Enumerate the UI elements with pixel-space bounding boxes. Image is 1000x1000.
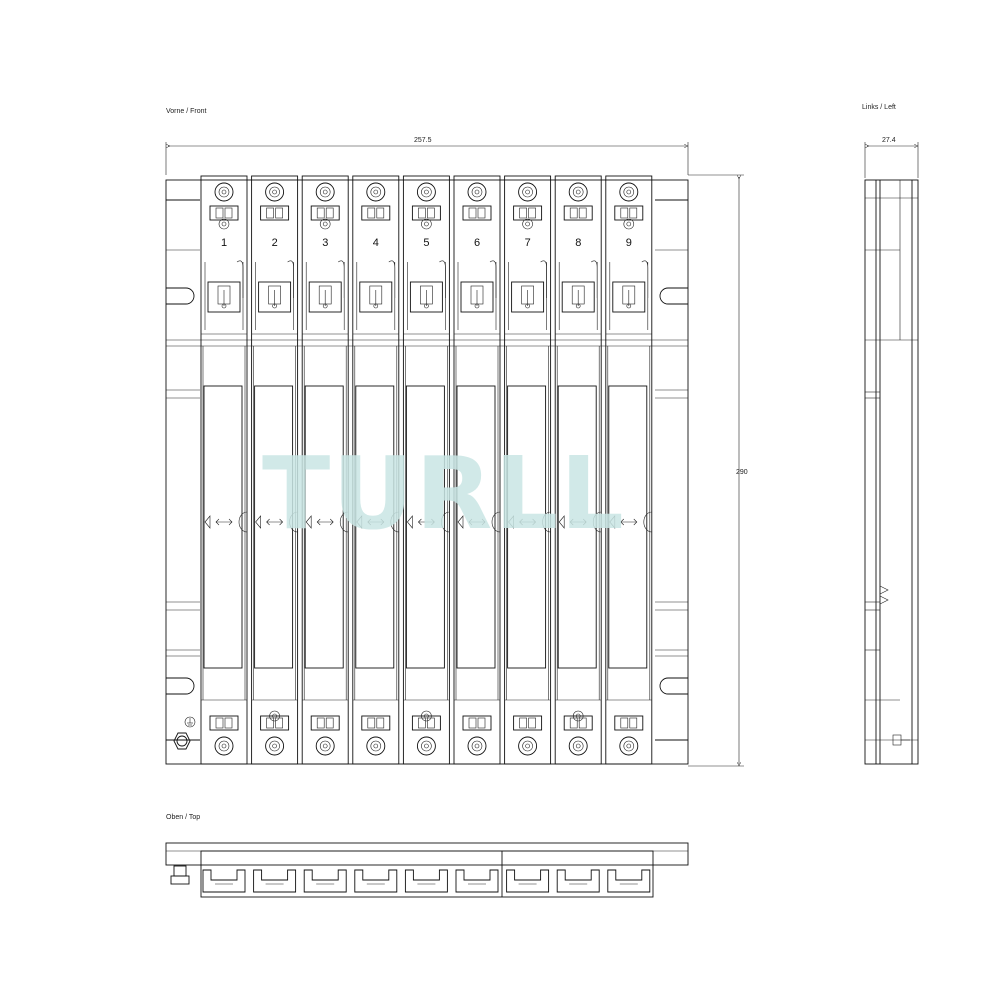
slot-5: 5 xyxy=(402,175,450,765)
top-module-7 xyxy=(506,869,550,893)
left-view-label: Links / Left xyxy=(862,104,896,111)
depth-value: 27.4 xyxy=(882,137,896,144)
slot-number-8: 8 xyxy=(575,237,581,249)
top-view-modules xyxy=(202,869,651,893)
front-view-label: Vorne / Front xyxy=(166,108,207,115)
top-view xyxy=(165,842,689,898)
slot-4: 4 xyxy=(352,175,400,765)
slot-number-7: 7 xyxy=(525,237,531,249)
top-module-3 xyxy=(303,869,347,893)
slot-number-9: 9 xyxy=(626,237,632,249)
top-module-2 xyxy=(253,869,297,893)
top-module-8 xyxy=(556,869,600,893)
height-value: 290 xyxy=(736,469,748,476)
left-side-view: 27.4 xyxy=(864,137,919,765)
ground-symbol-icon xyxy=(184,716,196,728)
rack-rail xyxy=(165,179,689,765)
top-module-9 xyxy=(607,869,651,893)
watermark: TURLL xyxy=(262,435,626,552)
slot-number-2: 2 xyxy=(272,237,278,249)
slot-group: 1 2 3 4 5 6 7 8 9 xyxy=(200,175,653,765)
screw-terminal-icon xyxy=(173,732,191,750)
slot-9: 9 xyxy=(605,175,653,765)
slot-number-6: 6 xyxy=(474,237,480,249)
slot-number-5: 5 xyxy=(423,237,429,249)
slot-1: 1 xyxy=(200,175,248,765)
slot-7: 7 xyxy=(504,175,552,765)
slot-3: 3 xyxy=(301,175,349,765)
height-dimension: 290 xyxy=(688,174,748,767)
slot-number-4: 4 xyxy=(373,237,379,249)
slot-2: 2 xyxy=(251,175,299,765)
width-value: 257.5 xyxy=(414,137,432,144)
width-dimension: 257.5 xyxy=(165,137,689,175)
slot-6: 6 xyxy=(453,175,501,765)
top-module-5 xyxy=(404,869,448,893)
slot-number-3: 3 xyxy=(322,237,328,249)
top-module-1 xyxy=(202,869,246,893)
top-module-4 xyxy=(354,869,398,893)
top-view-label: Oben / Top xyxy=(166,814,200,821)
top-module-6 xyxy=(455,869,499,893)
slot-number-1: 1 xyxy=(221,237,227,249)
slot-8: 8 xyxy=(554,175,602,765)
